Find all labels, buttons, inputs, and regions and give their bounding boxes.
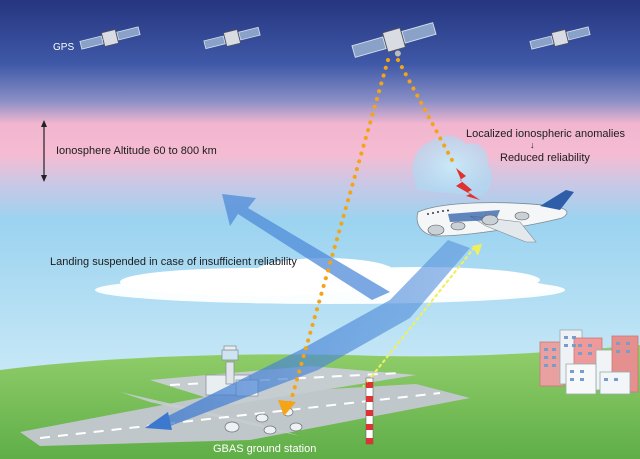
satellite-icon [351, 22, 437, 58]
gps-label: GPS [53, 42, 75, 53]
anomaly-label-line2: Reduced reliability [500, 152, 590, 164]
anomaly-down-arrow: ↓ [530, 140, 535, 150]
airplane-icon [416, 190, 574, 243]
ground-station-label: GBAS ground station [213, 443, 317, 455]
satellite-icon [203, 26, 261, 50]
anomaly-label-line1: Localized ionospheric anomalies [466, 128, 625, 140]
satellite-signal-to-ground [288, 58, 390, 406]
ground-signal-tail [361, 375, 373, 389]
ionospheric-anomaly-region [412, 135, 493, 196]
satellite-icon [529, 26, 591, 50]
ionosphere-altitude-label: Ionosphere Altitude 60 to 800 km [56, 145, 217, 157]
go-around-arrow [222, 194, 390, 300]
altitude-range-arrow [41, 120, 47, 182]
landing-suspended-label: Landing suspended in case of insufficien… [50, 256, 297, 268]
satellite-signal-to-aircraft [396, 58, 454, 162]
signal-arrowhead [472, 244, 482, 256]
lightning-icon [456, 168, 480, 200]
satellite-signal-arrowhead [278, 400, 296, 416]
flight-path-arrow [150, 240, 470, 428]
building-icon [539, 329, 639, 395]
flight-path-arrowhead [145, 412, 172, 430]
satellite-icon [79, 26, 141, 50]
antenna-tower-icon [365, 377, 374, 445]
